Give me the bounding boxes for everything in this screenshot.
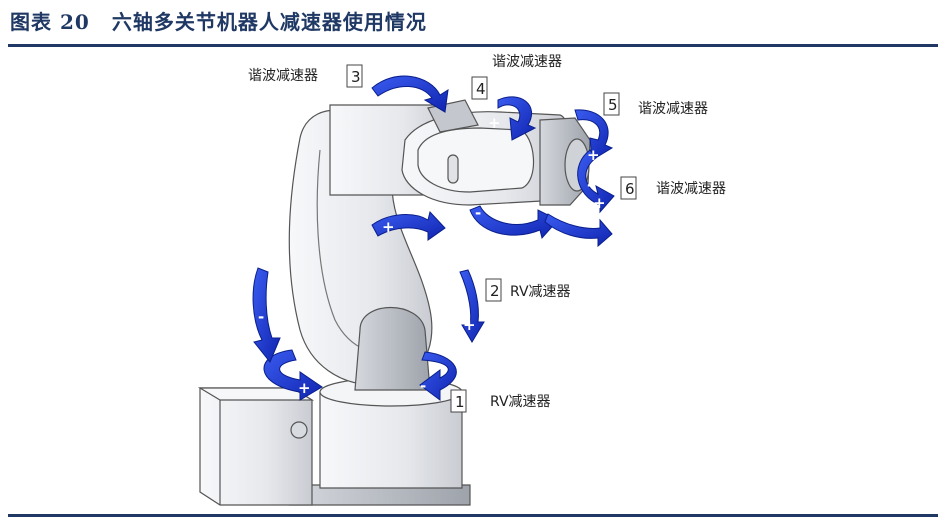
joint1-number: 1 [455,393,465,411]
joint5-number: 5 [608,96,618,114]
robot-connector-box [199,387,313,506]
sign-plus-axis2-right: + [463,316,476,334]
joint6-number: 6 [625,180,635,198]
joint4-number-box [471,76,488,100]
figure-title: 图表 20 六轴多关节机器人减速器使用情况 [10,6,427,35]
axis6-arrow [577,149,615,214]
joint5-number-box [603,92,620,116]
bottom-rule [8,514,938,517]
figure-label: 图表 [10,10,52,34]
robot-waist [354,307,431,391]
direction-signs: + - - + + + - + - + [258,114,606,397]
joint4-reducer: 谐波减速器 [492,54,562,70]
sign-plus-axis6: + [593,194,606,212]
forearm-slot [447,154,459,184]
joint3-reducer: 谐波减速器 [248,68,318,84]
joint6-number-box [620,176,637,200]
rotation-arrows [252,75,615,401]
joint3-number: 3 [351,68,361,86]
joint6-reducer: 谐波减速器 [656,181,726,197]
joint1-reducer: RV减速器 [490,394,551,410]
sign-minus-axis2-left: - [258,308,264,326]
sign-plus-axis5: + [587,146,600,164]
axis3-arrow-lower [371,210,446,241]
axis2-arrow-left [252,267,281,363]
connector-port [290,421,308,439]
sign-plus-axis1: + [298,379,311,397]
joint2-number-box [485,278,502,302]
joint5-reducer: 谐波减速器 [638,101,708,117]
joint3-number-box [346,64,363,88]
axis1-arrow [263,349,323,401]
axis3-arrow [371,75,449,113]
top-rule [8,44,938,47]
joint1-number-box [450,389,467,413]
sign-minus-axis1: - [420,377,426,395]
axis1-arrow-right [419,351,457,401]
figure-number: 20 [60,10,90,34]
joint4-number: 4 [476,80,486,98]
axis5-arrow-lower [544,213,613,248]
sign-plus-axis4: + [488,114,501,132]
figure-caption: 六轴多关节机器人减速器使用情况 [111,10,427,34]
axis4-arrow [497,96,537,141]
sign-plus-axis3: + [382,218,395,236]
joint2-reducer: RV减速器 [510,284,571,300]
axis2-arrow-right [459,269,485,343]
sign-minus-axis4: - [475,204,481,222]
joint2-number: 2 [490,282,500,300]
robot-illustration [197,99,591,506]
sign-minus-axis6: - [587,176,593,194]
